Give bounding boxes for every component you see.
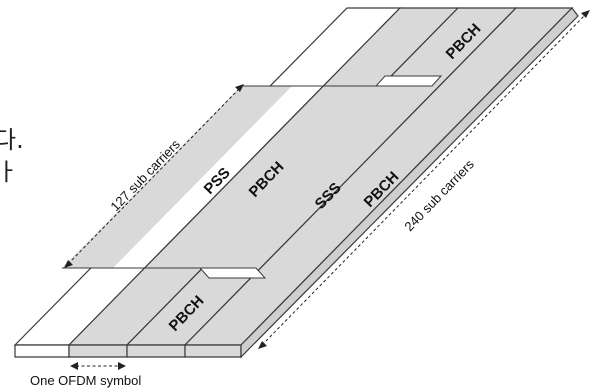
sync-region-outline	[62, 85, 428, 269]
dimension-ofdm-symbol: One OFDM symbol	[30, 362, 141, 388]
slab-front-faces	[14, 344, 242, 358]
cropped-margin-text-1: 다.	[0, 126, 24, 154]
cropped-margin-text-2: ㅏ	[0, 158, 18, 186]
sss-gap-lower	[198, 267, 267, 279]
label-one-ofdm-symbol: One OFDM symbol	[30, 373, 141, 388]
symbol-2-front	[126, 344, 186, 358]
pss-region	[62, 86, 292, 268]
sss-region	[196, 86, 428, 268]
symbol-1-front	[68, 344, 128, 358]
symbol-3-front	[184, 344, 242, 358]
symbol-0-front	[14, 344, 70, 358]
slab-side-face	[240, 7, 579, 359]
sss-gap-upper	[374, 75, 443, 87]
sync-regions	[62, 75, 443, 279]
